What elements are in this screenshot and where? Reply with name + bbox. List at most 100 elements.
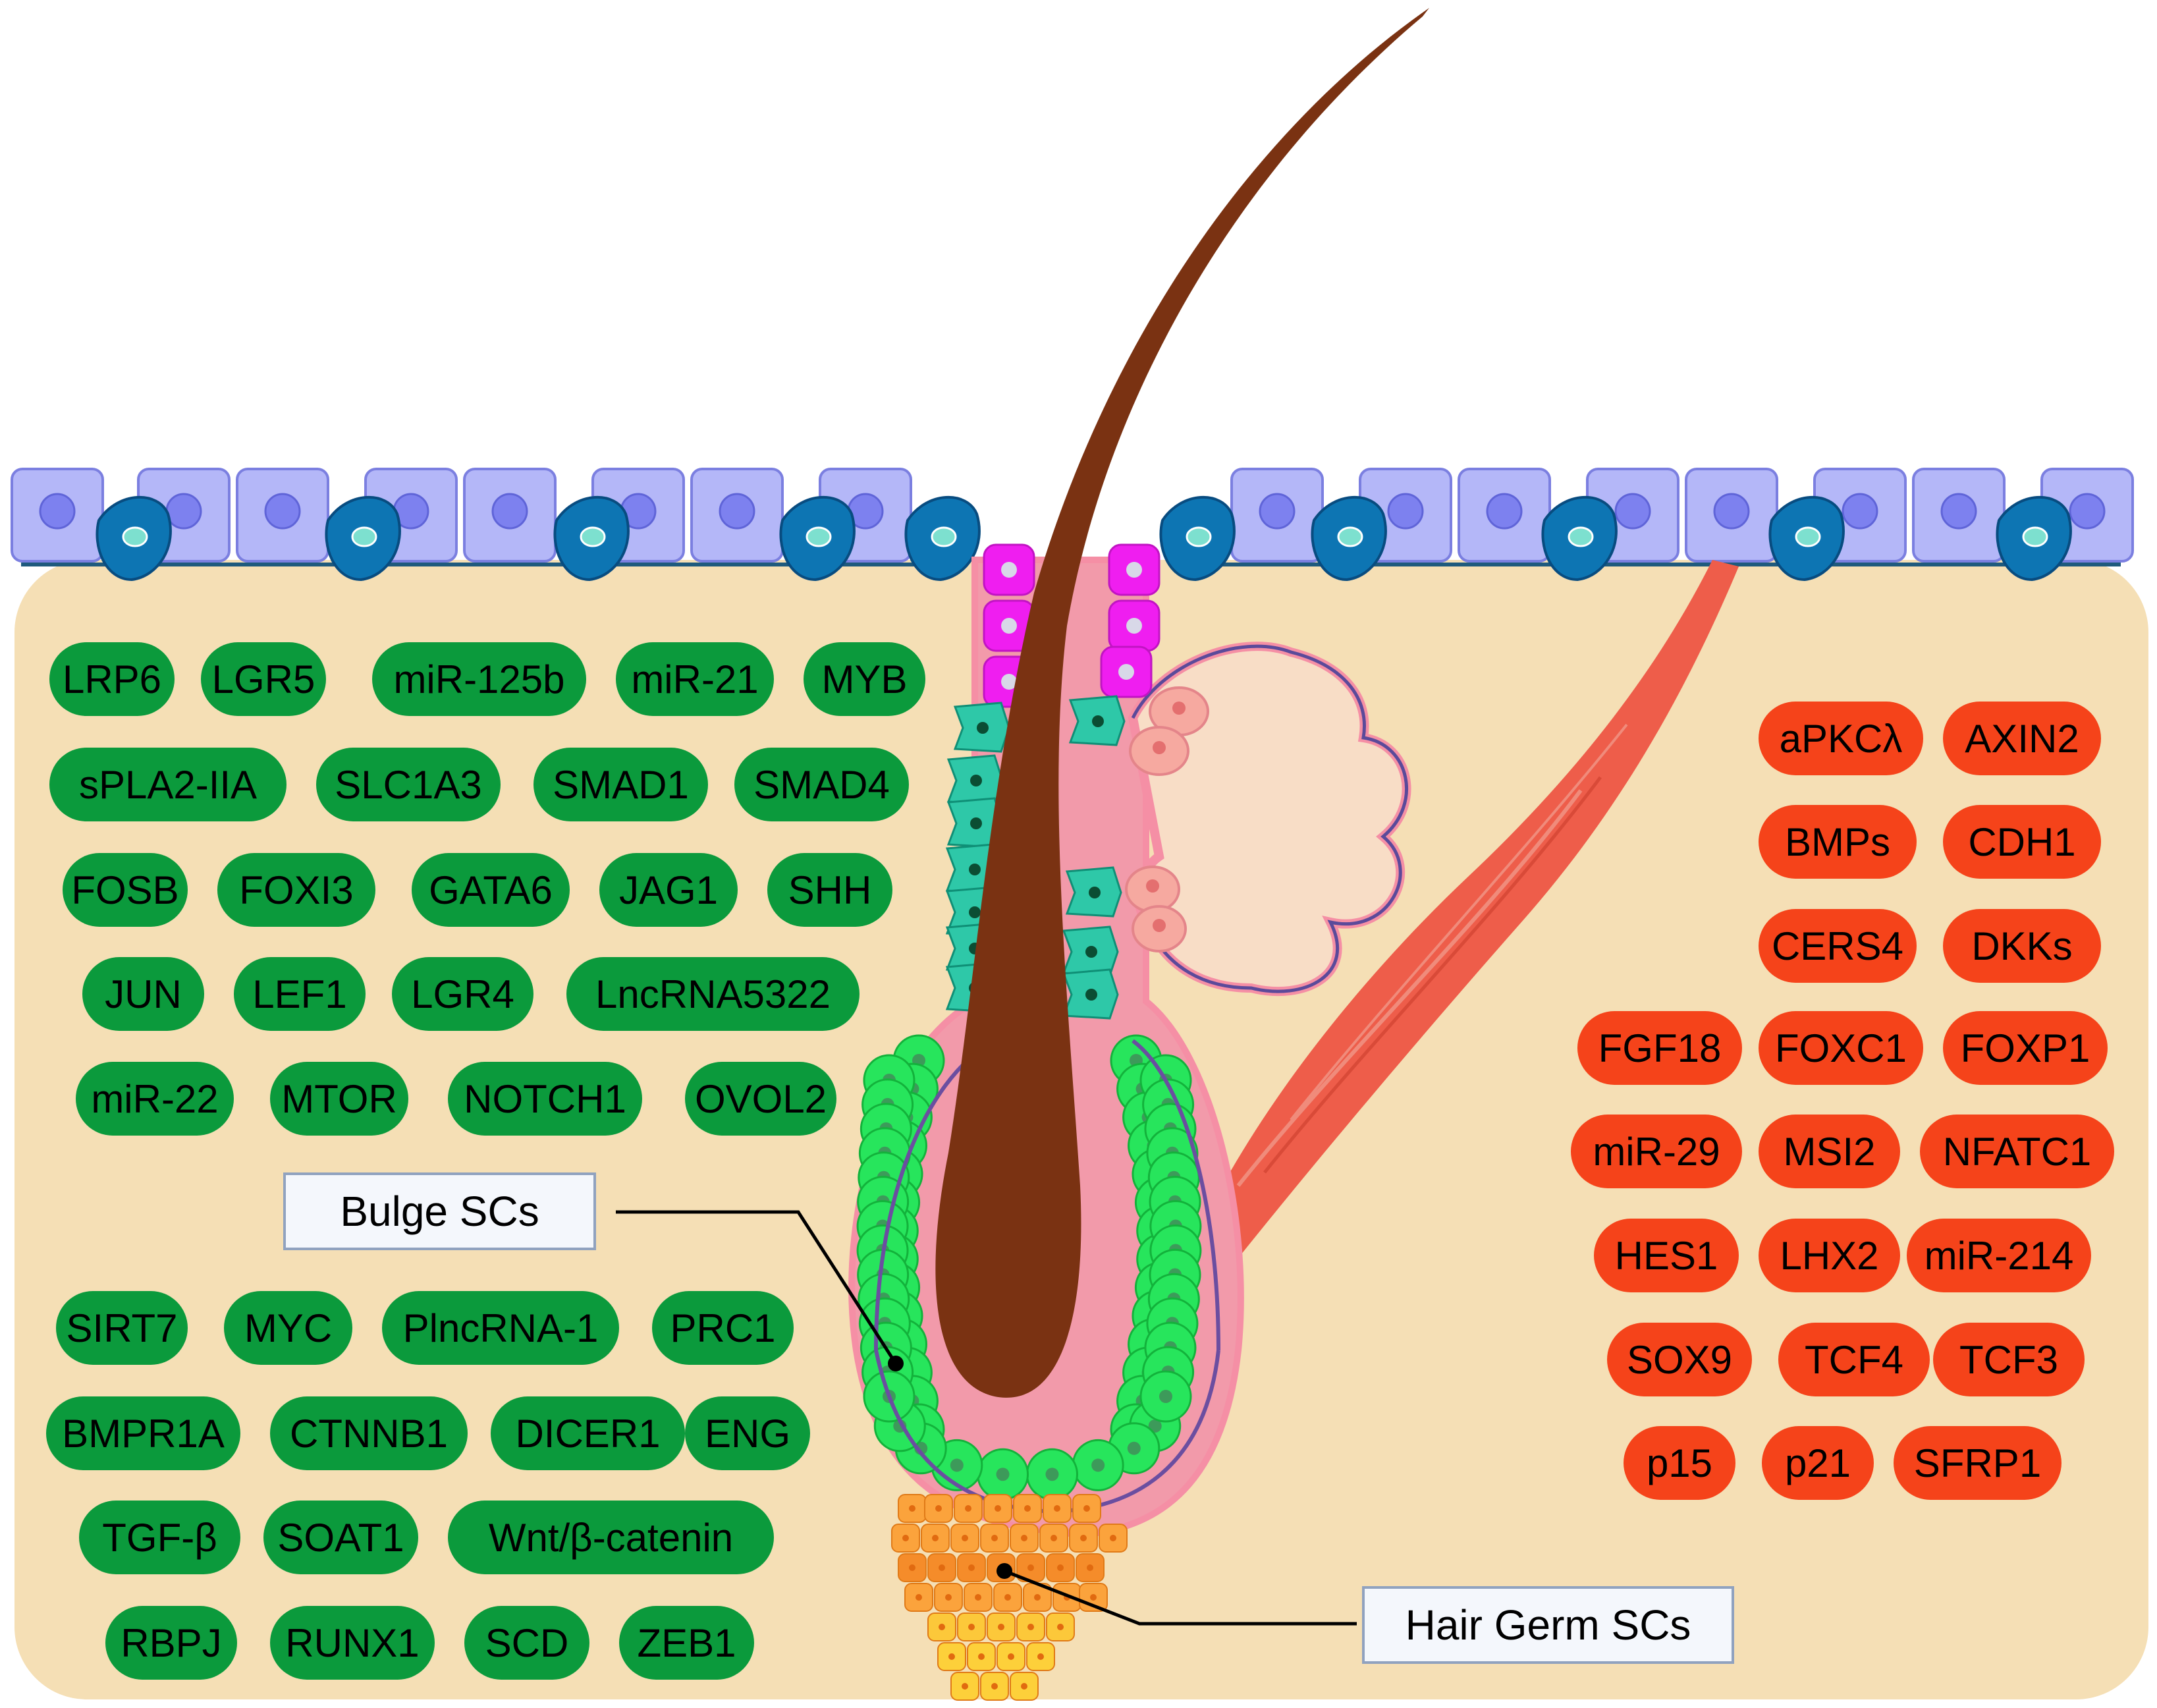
hair-germ-scs-label: Hair Germ SCs [1362, 1586, 1734, 1664]
germ-callout-line [1004, 1569, 1357, 1626]
gene-pill: MSI2 [1759, 1115, 1900, 1188]
hair-germ-cell [1013, 1494, 1042, 1523]
gene-pill: JUN [82, 957, 204, 1031]
melanocyte [779, 495, 856, 582]
gene-pill: HES1 [1594, 1219, 1739, 1292]
hair-germ-cell [921, 1524, 950, 1553]
gene-pill: CERS4 [1759, 909, 1917, 983]
hair-germ-cell [904, 1583, 933, 1612]
germ-callout-dot [997, 1563, 1012, 1579]
isthmus-cell [953, 702, 1010, 753]
gene-pill: MYB [804, 642, 925, 716]
isthmus-cell [1062, 925, 1119, 977]
gene-pill: CDH1 [1943, 805, 2101, 879]
hair-germ-cell [950, 1672, 979, 1701]
gene-pill: SMAD1 [533, 748, 708, 821]
hair-germ-cell [1072, 1494, 1101, 1523]
hair-germ-cell [967, 1642, 996, 1671]
hair-germ-cells [891, 1494, 1128, 1701]
melanocyte [1768, 495, 1845, 582]
hair-germ-cell [898, 1553, 927, 1582]
hair-germ-cell [957, 1612, 986, 1641]
gene-pill: miR-29 [1571, 1115, 1742, 1188]
epidermal-cell [690, 468, 784, 563]
gene-pill: DICER1 [491, 1396, 685, 1470]
gene-pill: DKKs [1943, 909, 2101, 983]
gene-pill: FOXC1 [1759, 1011, 1923, 1085]
hair-germ-cell [1052, 1583, 1081, 1612]
gene-pill: TGF-β [79, 1501, 240, 1574]
gene-pill: ZEB1 [619, 1606, 754, 1680]
melanocyte [325, 495, 401, 582]
gene-pill: MTOR [270, 1062, 408, 1136]
epidermal-cell [1685, 468, 1778, 563]
bulge-scs-label: Bulge SCs [283, 1172, 596, 1250]
gene-pill: JAG1 [599, 853, 738, 927]
gene-pill: sPLA2-IIA [49, 748, 287, 821]
sebaceous-gland [1125, 642, 1411, 997]
melanocyte [1311, 495, 1387, 582]
infundibulum-cells [983, 543, 1160, 708]
bulge-stem-cell [977, 1448, 1029, 1501]
gene-pill: LGR4 [392, 957, 533, 1031]
gene-pill: AXIN2 [1943, 702, 2101, 775]
hair-germ-cell [1010, 1524, 1039, 1553]
epidermal-cell [236, 468, 329, 563]
hair-germ-cell [1046, 1553, 1075, 1582]
infundibulum-cell [1108, 599, 1160, 652]
gene-pill: ENG [685, 1396, 810, 1470]
gene-pill: aPKCλ [1759, 702, 1923, 775]
gene-pill: LncRNA5322 [566, 957, 860, 1031]
epidermal-cell [463, 468, 557, 563]
melanocyte [1541, 495, 1618, 582]
bulge-cells [856, 1034, 1202, 1501]
isthmus-cell [1068, 695, 1126, 746]
melanocyte [1996, 495, 2072, 582]
gene-pill: LEF1 [234, 957, 366, 1031]
epidermal-cell [1912, 468, 2006, 563]
epidermis [11, 468, 2134, 582]
hair-germ-cell [950, 1524, 979, 1553]
gene-pill: p21 [1762, 1426, 1874, 1500]
gene-pill: FOSB [63, 853, 188, 927]
isthmus-cell [1065, 866, 1122, 918]
hair-germ-cell [983, 1494, 1012, 1523]
epidermal-cell [1230, 468, 1324, 563]
hair-shaft [935, 8, 1429, 1398]
gene-pill: CTNNB1 [270, 1396, 468, 1470]
hair-germ-cell [1039, 1524, 1068, 1553]
gene-pill: SOAT1 [263, 1501, 418, 1574]
hair-germ-cell [1069, 1524, 1098, 1553]
hair-germ-cell [964, 1583, 993, 1612]
gene-pill: FOXI3 [217, 853, 375, 927]
bulge-callout-dot [888, 1356, 904, 1371]
gene-pill: SCD [464, 1606, 589, 1680]
gene-pill: LRP6 [49, 642, 175, 716]
gene-pill: SHH [767, 853, 892, 927]
gene-pill: NOTCH1 [448, 1062, 642, 1136]
hair-germ-cell [1026, 1642, 1055, 1671]
hair-germ-cell [927, 1553, 956, 1582]
hair-germ-cell [1010, 1672, 1039, 1701]
gene-pill: NFATC1 [1920, 1115, 2114, 1188]
gene-pill: TCF4 [1778, 1323, 1930, 1396]
gene-pill: MYC [224, 1291, 352, 1365]
gene-pill: BMPs [1759, 805, 1917, 879]
epidermal-cell [1458, 468, 1551, 563]
gene-pill: miR-214 [1907, 1219, 2091, 1292]
gene-pill: OVOL2 [685, 1062, 836, 1136]
hair-germ-cell [937, 1642, 966, 1671]
arrector-pili-muscle [1199, 560, 1739, 1258]
hair-germ-cell [980, 1524, 1009, 1553]
hair-germ-cell [1043, 1494, 1072, 1523]
epidermal-cell [11, 468, 104, 563]
hair-germ-cell [987, 1612, 1016, 1641]
bulge-callout-line [616, 1210, 898, 1365]
gene-pill: FOXP1 [1943, 1011, 2108, 1085]
gene-pill: LHX2 [1759, 1219, 1900, 1292]
gene-pill: GATA6 [412, 853, 570, 927]
melanocyte [904, 495, 981, 582]
hair-germ-cell [1099, 1524, 1128, 1553]
gene-pill: Wnt/β-catenin [448, 1501, 774, 1574]
gene-pill: miR-22 [76, 1062, 234, 1136]
